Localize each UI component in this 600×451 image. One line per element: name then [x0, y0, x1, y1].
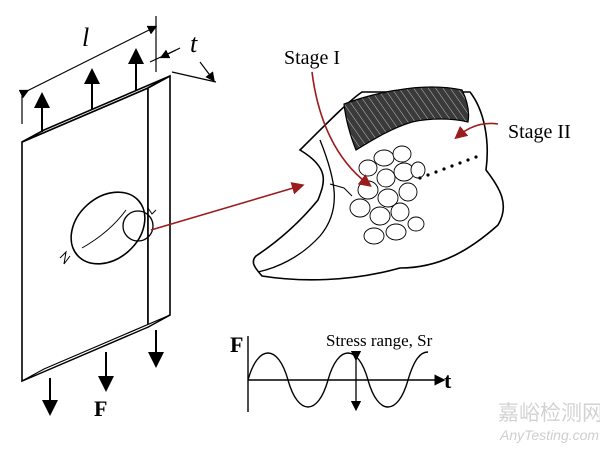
plate-bottom-face: [21, 314, 171, 382]
stress-plot: [247, 336, 446, 412]
tension-arrows-bottom: [42, 330, 164, 416]
detail-leader-line: [150, 182, 305, 231]
dimension-length: [18, 16, 158, 124]
stage1-arrow: [311, 71, 372, 187]
hole-crack-right: [147, 207, 157, 215]
crack-propagation-dots: [418, 155, 478, 180]
stage2-label: Stage II: [508, 121, 571, 143]
watermark: 嘉峪检测网 AnyTesting.com: [498, 401, 600, 443]
hole-crack-left: [59, 250, 71, 265]
detail-outline: [252, 91, 505, 281]
length-label: l: [82, 23, 89, 52]
watermark-cn: 嘉峪检测网: [498, 401, 600, 425]
crack-detail: [252, 86, 505, 281]
force-axis-label: F: [230, 332, 243, 357]
force-label-bottom: F: [94, 396, 107, 421]
detail-circle: [122, 210, 154, 242]
thickness-label: t: [190, 29, 198, 58]
stress-range-label: Stress range, Sr: [326, 331, 433, 350]
stage1-label: Stage I: [284, 47, 340, 69]
grain-cluster: [349, 145, 426, 245]
plate-hole: [59, 191, 157, 265]
plate-side-face: [147, 74, 171, 329]
time-axis-label: t: [444, 368, 452, 393]
sine-wave: [247, 351, 429, 408]
hole-edge-curve: [257, 139, 335, 273]
stage2-arrow: [454, 122, 499, 140]
stage2-crack-band: [343, 86, 470, 151]
watermark-en: AnyTesting.com: [499, 427, 599, 443]
dimension-thickness: [149, 47, 217, 83]
surface-step: [329, 183, 353, 197]
